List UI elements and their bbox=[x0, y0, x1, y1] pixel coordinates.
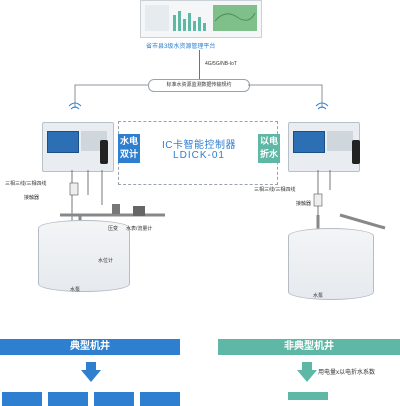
typical-well-title: 典型机井 bbox=[70, 341, 110, 352]
platform-link-line bbox=[199, 50, 200, 80]
left-pump-label: 水泵 bbox=[70, 287, 81, 293]
pressure-icon bbox=[112, 204, 120, 214]
result-block bbox=[140, 392, 180, 406]
typical-well-result-row bbox=[0, 392, 190, 406]
left-controller-screen bbox=[47, 131, 79, 153]
right-controller-device bbox=[288, 122, 360, 172]
right-breaker-icon bbox=[313, 193, 323, 207]
right-breaker-label: 接触器 bbox=[296, 201, 312, 207]
platform-title: 省市县3级水资源管理平台 bbox=[146, 44, 216, 50]
left-antenna-icon bbox=[100, 140, 108, 164]
typical-well-band: 典型机井 bbox=[0, 339, 180, 355]
central-controller-title: IC卡智能控制器 bbox=[162, 140, 236, 151]
right-pump-label: 水泵 bbox=[313, 293, 324, 299]
left-level-label: 水位计 bbox=[98, 258, 114, 264]
right-wire-label: 三相三线/三相四线 bbox=[254, 187, 296, 193]
atypical-well-result-row bbox=[288, 392, 328, 400]
right-controller-keypad bbox=[327, 131, 353, 151]
network-label: 4G/5G/NB-IoT bbox=[205, 61, 237, 67]
left-mode-label: 水电 双计 bbox=[119, 136, 138, 159]
left-pressure-label: 压变 bbox=[108, 226, 119, 232]
central-controller-model: LDICK-01 bbox=[173, 150, 225, 161]
right-well-tank bbox=[288, 228, 374, 300]
left-mode-tag: 水电 双计 bbox=[118, 134, 140, 163]
right-antenna-icon bbox=[352, 140, 360, 164]
down-arrow-icon bbox=[81, 362, 101, 382]
left-wire-label: 三相三线/三相四线 bbox=[5, 181, 47, 187]
right-controller-screen bbox=[293, 131, 325, 153]
atypical-well-title: 非典型机井 bbox=[284, 341, 334, 352]
atypical-well-band: 非典型机井 bbox=[218, 339, 400, 355]
result-block bbox=[2, 392, 42, 406]
down-arrow-icon bbox=[297, 362, 317, 382]
left-well-tank bbox=[38, 220, 130, 292]
right-mode-tag: 以电 折水 bbox=[258, 134, 280, 163]
breaker-icon bbox=[69, 182, 79, 196]
result-block bbox=[48, 392, 88, 406]
flowmeter-icon bbox=[133, 206, 145, 216]
left-flowmeter-label: 水表/流量计 bbox=[126, 226, 153, 232]
atypical-formula: 用电量x以电折水系数 bbox=[318, 370, 376, 376]
left-breaker-label: 接触器 bbox=[24, 195, 40, 201]
platform-dashboard bbox=[140, 0, 262, 38]
protocol-label: 标准水资源监测数据传输规约 bbox=[166, 82, 232, 88]
right-mode-label: 以电 折水 bbox=[259, 136, 278, 159]
result-block bbox=[94, 392, 134, 406]
dashboard-chart-icon bbox=[145, 5, 257, 31]
protocol-box: 标准水资源监测数据传输规约 bbox=[148, 79, 250, 92]
wifi-icon bbox=[68, 102, 329, 110]
